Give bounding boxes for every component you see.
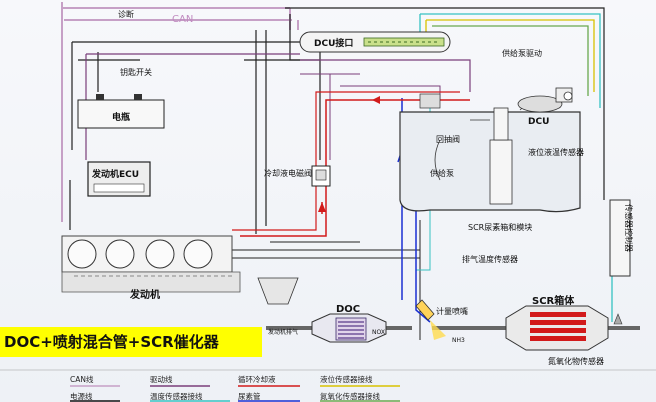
label-level-temp-sensor: 液位液温传感器 bbox=[528, 147, 584, 157]
label-dcu-port: DCU接口 bbox=[314, 37, 353, 49]
label-nh3: NH3 bbox=[452, 337, 465, 344]
legend-item: 尿素管 bbox=[238, 391, 300, 402]
legend-item: 氮氧化传感器接线 bbox=[320, 391, 400, 402]
label-supply-pump-drive: 供给泵驱动 bbox=[502, 48, 542, 58]
label-diagnosis: 诊断 bbox=[118, 9, 134, 19]
legend-item: 液位传感器接线 bbox=[320, 374, 400, 387]
label-battery: 电瓶 bbox=[112, 111, 130, 123]
label-engine-exhaust: 发动机排气 bbox=[268, 328, 298, 336]
svg-text:氮氧化传感器接线: 氮氧化传感器接线 bbox=[320, 391, 380, 401]
label-scr-tank: SCR尿素箱和模块 bbox=[468, 222, 532, 232]
label-can: CAN bbox=[172, 14, 193, 25]
label-return-valve: 回抽阀 bbox=[436, 134, 460, 144]
legend: CAN线 驱动线 循环冷却液 液位传感器接线 电源线 温度传感器接线 尿素管 bbox=[70, 374, 400, 402]
label-exhaust-temp-sensor: 排气温度传感器 bbox=[462, 254, 518, 264]
svg-text:温度传感器接线: 温度传感器接线 bbox=[150, 391, 203, 401]
label-metering-nozzle: 计量喷嘴 bbox=[436, 306, 468, 316]
title-banner: DOC+喷射混合管+SCR催化器 bbox=[0, 327, 262, 357]
label-doc: DOC bbox=[336, 304, 360, 315]
svg-text:尿素管: 尿素管 bbox=[238, 391, 261, 401]
legend-item: 循环冷却液 bbox=[238, 374, 300, 387]
label-nox: NOX bbox=[372, 329, 385, 336]
label-nox-sensor: 氮氧化物传感器 bbox=[548, 356, 604, 366]
legend-item: CAN线 bbox=[70, 374, 120, 387]
label-engine-ecu: 发动机ECU bbox=[91, 168, 139, 180]
label-key-switch: 钥匙开关 bbox=[120, 67, 152, 77]
svg-text:电源线: 电源线 bbox=[70, 391, 93, 401]
label-dcu: DCU bbox=[528, 117, 549, 127]
svg-text:液位传感器接线: 液位传感器接线 bbox=[320, 374, 373, 384]
svg-text:驱动线: 驱动线 bbox=[150, 374, 173, 384]
legend-item: 驱动线 bbox=[150, 374, 210, 387]
battery-box bbox=[77, 99, 165, 129]
svg-text:CAN线: CAN线 bbox=[70, 374, 94, 384]
label-coolant-valve: 冷却液电磁阀 bbox=[264, 168, 312, 178]
can-wire bbox=[61, 2, 292, 222]
svg-text:循环冷却液: 循环冷却液 bbox=[238, 374, 276, 384]
legend-item: 温度传感器接线 bbox=[150, 391, 230, 402]
scr-catalyst-bricks bbox=[530, 312, 586, 341]
engine-cylinders bbox=[67, 239, 213, 269]
sensor-controller-box bbox=[609, 199, 631, 277]
metering-nozzle-symbol bbox=[415, 299, 435, 321]
legend-item: 电源线 bbox=[70, 391, 120, 402]
nox-sensor-wire bbox=[432, 25, 589, 96]
label-engine: 发动机 bbox=[129, 288, 160, 301]
label-scr-box: SCR箱体 bbox=[532, 294, 575, 307]
label-supply-pump: 供给泵 bbox=[430, 168, 454, 178]
label-sensor-controller: 传感器控制器 bbox=[624, 204, 634, 252]
